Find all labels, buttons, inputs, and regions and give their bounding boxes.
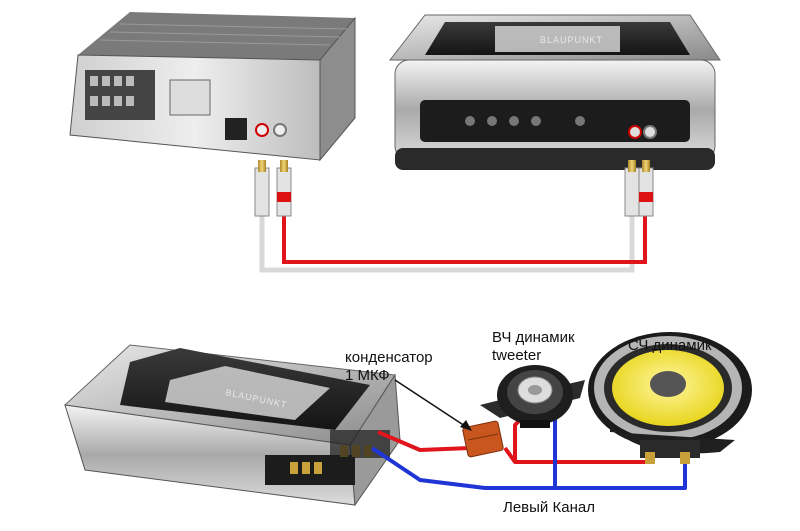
capacitor-value-label: 1 МКФ: [345, 367, 390, 384]
capacitor-label: конденсатор: [345, 349, 433, 366]
tweeter: [480, 365, 585, 428]
capacitor-pointer: [394, 379, 472, 431]
midrange-speaker: [588, 332, 752, 464]
amplifier-bottom: BLAUPUNKT: [63, 344, 401, 507]
speaker-wires: [370, 410, 687, 490]
amplifier-top: BLAUPUNKT: [388, 14, 721, 170]
midrange-label: СЧ динамик: [628, 337, 712, 354]
positive-wire: [377, 430, 471, 452]
tweeter-sublabel: tweeter: [492, 347, 541, 364]
amp-logo: BLAUPUNKT: [540, 35, 603, 45]
rca-cable: [259, 212, 647, 273]
tweeter-label: ВЧ динамик: [492, 329, 575, 346]
capacitor: [462, 420, 504, 458]
rca-plugs: [254, 160, 654, 217]
negative-wire: [370, 446, 687, 490]
rca-in-icon: [628, 125, 642, 139]
left-channel-label: Левый Канал: [503, 499, 595, 516]
head-unit: [69, 12, 356, 162]
rca-out-icon: [255, 123, 269, 137]
antenna-port-icon: [225, 118, 247, 140]
